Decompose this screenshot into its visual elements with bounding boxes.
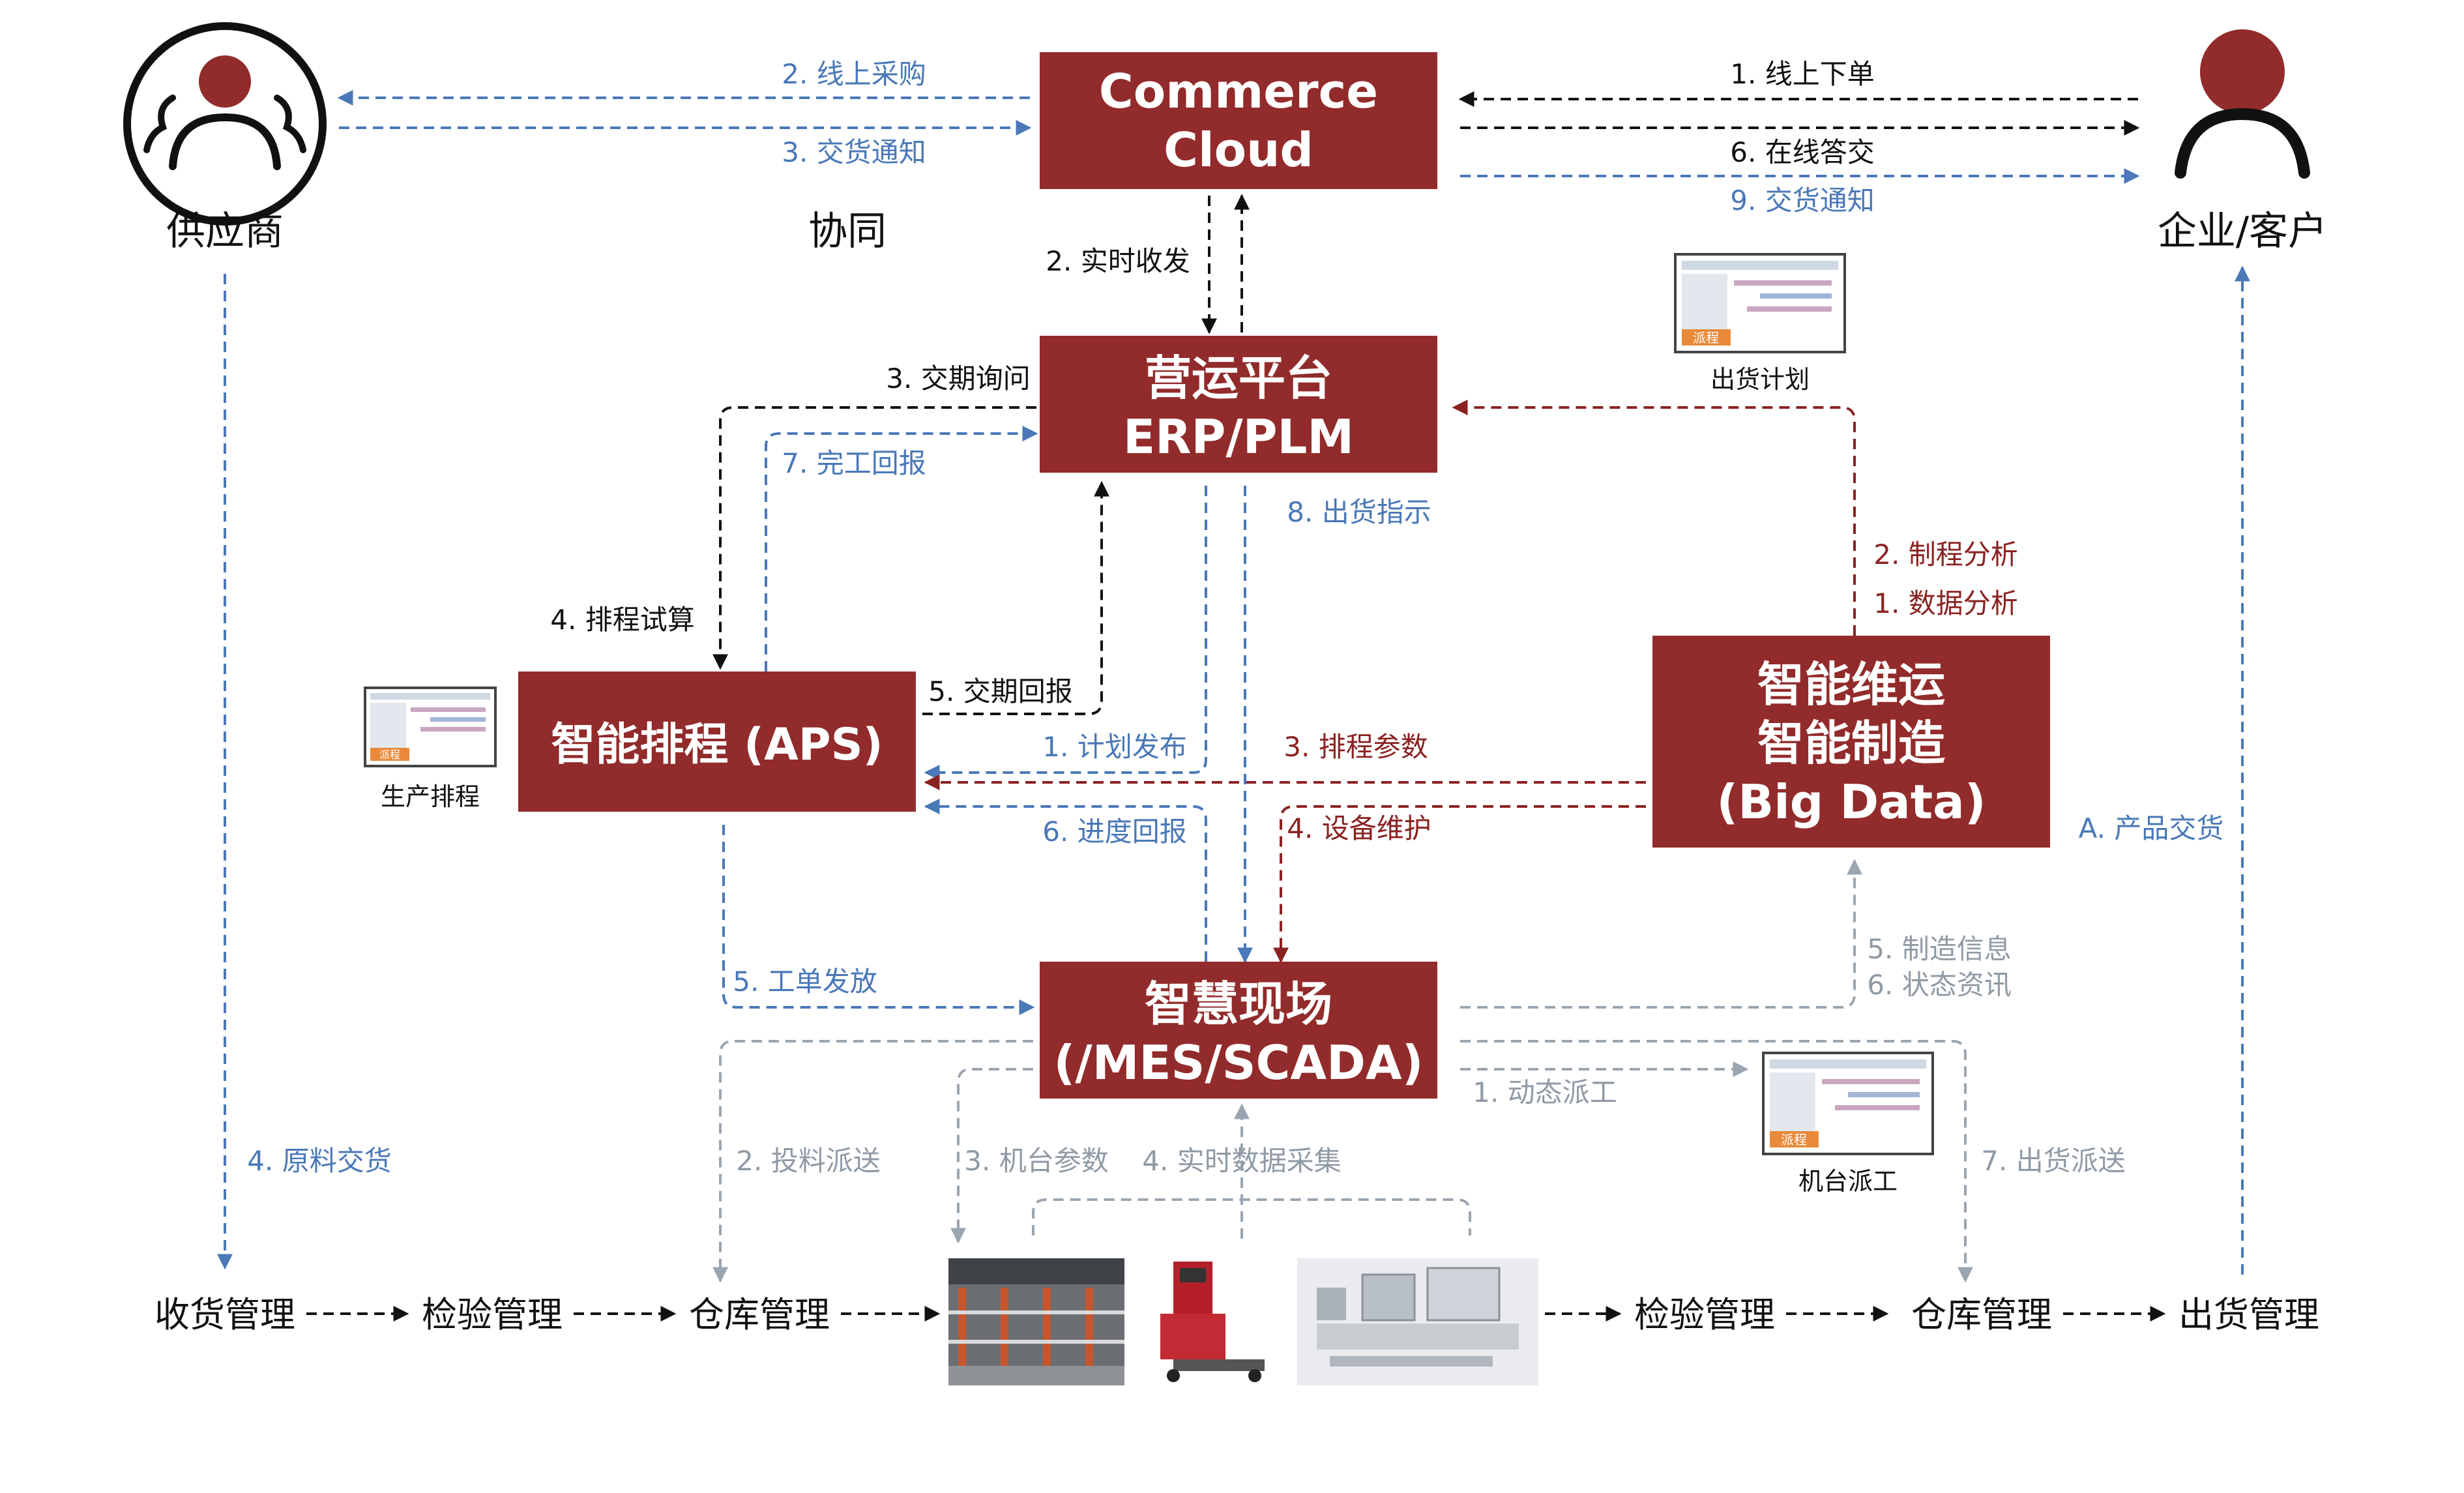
label-edge: A. 产品交货	[2079, 812, 2224, 844]
label-edge: 1. 动态派工	[1473, 1076, 1617, 1108]
edge-shipping-dispatch	[1460, 1040, 1973, 1283]
svg-text:(/MES/SCADA): (/MES/SCADA)	[1054, 1035, 1424, 1090]
label-edge: 3. 机台参数	[964, 1145, 1108, 1177]
node-big-data: 智能维运 智能制造 (Big Data)	[1652, 636, 2050, 848]
production-line-photo	[1297, 1258, 1538, 1385]
label-edge: 5. 制造信息	[1867, 933, 2011, 965]
flow-inspection-1: 检验管理	[422, 1294, 563, 1335]
label-supplier: 供应商	[166, 209, 284, 254]
label-edge: 6. 进度回报	[1042, 816, 1186, 848]
label-edge: 6. 状态资讯	[1867, 969, 2011, 1001]
caption-production-schedule: 生产排程	[381, 782, 480, 811]
label-edge: 4. 实时数据采集	[1142, 1145, 1341, 1177]
edge-manufacturing-info	[1460, 859, 1862, 1009]
node-erp-plm: 营运平台 ERP/PLM	[1040, 336, 1437, 473]
svg-text:智能制造: 智能制造	[1757, 716, 1945, 771]
flow-warehouse-2: 仓库管理	[1911, 1294, 2052, 1335]
label-edge: 7. 完工回报	[782, 447, 926, 479]
label-edge: 2. 线上采购	[782, 58, 926, 90]
svg-text:智能维运: 智能维运	[1757, 657, 1945, 712]
label-edge: 7. 出货派送	[1981, 1145, 2125, 1177]
svg-text:派程: 派程	[1781, 1132, 1807, 1147]
label-edge: 3. 交期询问	[886, 362, 1030, 394]
label-edge: 2. 制程分析	[1873, 539, 2017, 570]
label-edge: 2. 投料派送	[736, 1145, 880, 1177]
label-edge: 6. 在线答交	[1730, 136, 1874, 168]
label-edge: 4. 原料交货	[247, 1145, 391, 1177]
supplier-group-icon	[123, 22, 327, 226]
label-edge: 1. 线上下单	[1730, 58, 1874, 90]
label-edge: 1. 计划发布	[1042, 731, 1186, 763]
label-edge: 3. 交货通知	[782, 136, 926, 168]
label-edge: 8. 出货指示	[1287, 496, 1431, 528]
svg-text:Commerce: Commerce	[1099, 64, 1378, 119]
warehouse-rack-photo	[948, 1258, 1124, 1385]
label-edge: 3. 排程参数	[1283, 731, 1428, 763]
edge-progress-report	[924, 799, 1207, 962]
flow-receiving: 收货管理	[154, 1294, 295, 1335]
edge-realtime-data	[1032, 1198, 1471, 1235]
svg-text:派程: 派程	[379, 748, 400, 761]
node-mes-scada: 智慧现场 (/MES/SCADA)	[1040, 962, 1437, 1099]
label-edge: 5. 工单发放	[733, 966, 877, 998]
label-edge: 4. 设备维护	[1287, 812, 1431, 844]
agv-robot-photo	[1160, 1262, 1265, 1382]
svg-text:Cloud: Cloud	[1164, 123, 1313, 177]
svg-text:派程: 派程	[1693, 330, 1719, 346]
svg-text:智能排程 (APS): 智能排程 (APS)	[551, 719, 883, 771]
label-edge: 4. 排程试算	[550, 604, 694, 636]
schedule-thumbnail-icon: 派程	[364, 687, 497, 767]
edge-analysis	[1452, 400, 1856, 636]
label-edge: 2. 实时收发	[1046, 245, 1190, 277]
svg-text:智慧现场: 智慧现场	[1145, 977, 1332, 1031]
edge-plan-release	[924, 486, 1207, 780]
label-edge: 9. 交货通知	[1730, 185, 1874, 216]
customer-person-icon	[2175, 29, 2310, 179]
schedule-thumbnail-icon: 派程	[1674, 253, 1846, 353]
edge-delivery-inquiry	[712, 406, 1036, 670]
label-collaboration: 协同	[808, 209, 887, 254]
edge-equipment-maintenance	[1273, 805, 1646, 964]
flow-shipping: 出货管理	[2178, 1294, 2319, 1335]
svg-text:营运平台: 营运平台	[1145, 351, 1332, 406]
label-edge: 5. 交期回报	[928, 675, 1072, 707]
svg-text:ERP/PLM: ERP/PLM	[1123, 409, 1354, 464]
label-edge: 1. 数据分析	[1873, 587, 2017, 619]
caption-machine-dispatch: 机台派工	[1798, 1167, 1898, 1196]
svg-text:(Big Data): (Big Data)	[1716, 775, 1986, 829]
flow-inspection-2: 检验管理	[1634, 1294, 1775, 1335]
edge-delivery-date-report	[922, 480, 1109, 715]
node-aps: 智能排程 (APS)	[518, 672, 916, 812]
edge-machine-params	[950, 1068, 1033, 1244]
flow-warehouse-1: 仓库管理	[689, 1294, 830, 1335]
node-commerce-cloud: Commerce Cloud	[1040, 52, 1437, 189]
edge-material-dispatch	[712, 1040, 1033, 1283]
edge-work-order-release	[722, 825, 1035, 1015]
edge-completion-report	[765, 426, 1038, 672]
schedule-thumbnail-icon: 派程	[1762, 1052, 1934, 1155]
label-customer: 企业/客户	[2158, 209, 2327, 254]
caption-shipping-plan: 出货计划	[1710, 365, 1810, 394]
